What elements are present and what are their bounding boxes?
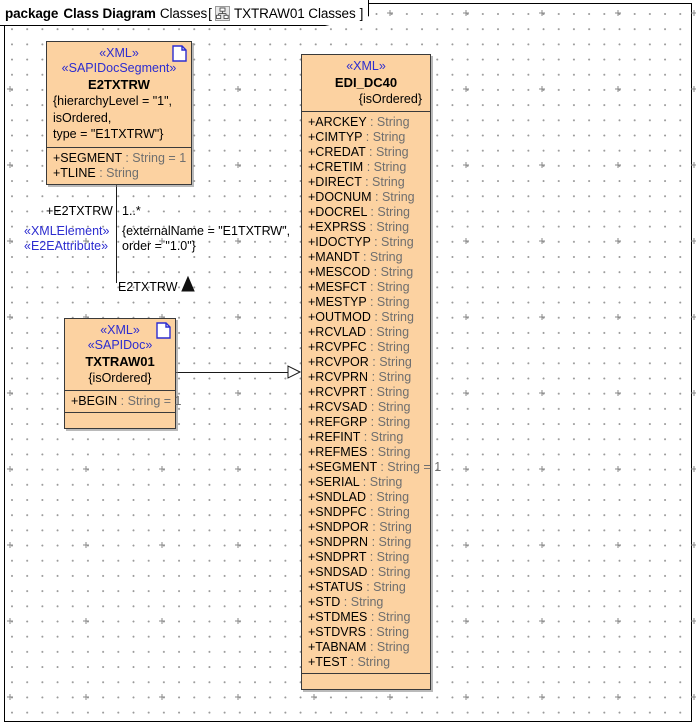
class-diagram-icon [214,5,230,21]
attribute-row: +REFINT : String [308,430,404,444]
stereotype-xml: «XML» [346,59,386,73]
constraint-line: {isOrdered} [88,371,152,385]
uml-class-txtraw01[interactable]: «XML» «SAPIDoc» TXTRAW01 {isOrdered} +BE… [64,318,182,429]
document-icon [172,45,187,62]
attribute-row: +CRETIM : String [308,160,407,174]
package-header-tab[interactable]: package Class Diagram Classes [ TXTRAW01… [0,0,370,26]
attribute-compartment-e2txtrw: +SEGMENT : String = 1+TLINE : String [47,146,191,184]
attribute-row: +SNDPRT : String [308,550,410,564]
attribute-row: +RCVLAD : String [308,325,410,339]
attribute-row: +STDMES : String [308,610,411,624]
attribute-row: +EXPRSS : String [308,220,410,234]
attribute-row: +MESTYP : String [308,295,410,309]
attribute-row: +RCVPRN : String [308,370,412,384]
stereotype-sapidoc: «SAPIDoc» [87,338,153,352]
package-keyword: package [5,5,59,21]
attribute-row: +RCVPRT : String [308,385,410,399]
operation-compartment-txtraw01 [65,412,175,428]
attribute-row: +OUTMOD : String [308,310,414,324]
composition-constraint-line-2: order = "1.0"} [122,239,196,253]
composition-direction-marker [181,275,195,292]
class-name-txtraw01: TXTRAW01 [85,354,155,369]
attribute-row: +MANDT : String [308,250,403,264]
uml-class-e2txtrw[interactable]: «XML» «SAPIDocSegment» E2TXTRW {hierarch… [46,41,192,185]
uml-class-header-edi-dc40: «XML» EDI_DC40 {isOrdered} [302,55,430,111]
bracket-close: ] [359,5,364,21]
attribute-compartment-edi-dc40: +ARCKEY : String+CIMTYP : String+CREDAT … [302,111,442,673]
attribute-row: +SNDSAD : String [308,565,411,579]
attribute-row: +DOCREL : String [308,205,411,219]
composition-stereotype-e2eattribute: «E2EAttribute» [24,239,109,253]
attribute-row: +BEGIN : String = 1 [71,394,182,408]
attribute-row: +CIMTYP : String [308,130,406,144]
attribute-row: +STDVRS : String [308,625,410,639]
composition-multiplicity: 1..* [122,204,141,218]
attribute-row: +REFGRP : String [308,415,411,429]
attribute-row: +ARCKEY : String [308,115,410,129]
package-name: Classes [159,5,208,21]
attribute-row: +MESCOD : String [308,265,414,279]
attribute-compartment-txtraw01: +BEGIN : String = 1 [65,390,182,412]
class-name-e2txtrw: E2TXTRW [88,77,150,92]
attribute-row: +SNDPOR : String [308,520,412,534]
stereotype-sapidocsegment: «SAPIDocSegment» [61,61,177,75]
attribute-row: +TEST : String [308,655,391,669]
uml-class-header-txtraw01: «XML» «SAPIDoc» TXTRAW01 {isOrdered} [65,319,175,390]
constraint-line: isOrdered, [53,110,112,125]
constraint-line: type = "E1TXTRW"} [53,127,164,141]
document-icon [156,322,171,339]
attribute-row: +TLINE : String [53,165,139,180]
constraint-line: {hierarchyLevel = "1", [53,94,173,108]
attribute-row: +SNDLAD : String [308,490,410,504]
attribute-row: +STD : String [308,595,384,609]
attribute-row: +RCVPOR : String [308,355,412,369]
tab-title: TXTRAW01 Classes [233,5,356,21]
stereotype-xml: «XML» [99,46,139,60]
attribute-row: +DOCNUM : String [308,190,415,204]
composition-direction-label: E2TXTRW [118,280,178,294]
stereotype-xml: «XML» [100,323,140,337]
attribute-row: +SERIAL : String [308,475,403,489]
attribute-row: +TABNAM : String [308,640,410,654]
constraint-line: {isOrdered} [358,92,422,106]
composition-stereotype-xmlelement: «XMLElement» [24,224,110,238]
attribute-row: +SEGMENT : String = 1 [308,460,442,474]
attribute-row: +STATUS : String [308,580,406,594]
association-connector-line[interactable] [173,372,295,373]
composition-constraint-line-1: {externalName = "E1TXTRW", [122,224,291,238]
attribute-row: +SEGMENT : String = 1 [53,150,187,165]
operation-compartment-edi-dc40 [302,673,430,689]
attribute-row: +IDOCTYP : String [308,235,414,249]
diagram-canvas[interactable]: +E2TXTRW 1..* «XMLElement» «E2EAttribute… [4,3,696,722]
class-name-edi-dc40: EDI_DC40 [334,75,398,90]
uml-class-edi-dc40[interactable]: «XML» EDI_DC40 {isOrdered} +ARCKEY : Str… [301,54,442,690]
attribute-row: +DIRECT : String [308,175,405,189]
attribute-row: +RCVPFC : String [308,340,410,354]
bracket-open: [ [208,5,212,21]
uml-class-header-e2txtrw: «XML» «SAPIDocSegment» E2TXTRW {hierarch… [47,42,191,147]
attribute-row: +MESFCT : String [308,280,410,294]
attribute-row: +CREDAT : String [308,145,409,159]
attribute-row: +SNDPFC : String [308,505,410,519]
attribute-row: +REFMES : String [308,445,411,459]
diagram-kind-label: Class Diagram [63,5,156,21]
composition-role-name: +E2TXTRW [46,204,113,218]
attribute-row: +RCVSAD : String [308,400,411,414]
attribute-row: +SNDPRN : String [308,535,412,549]
